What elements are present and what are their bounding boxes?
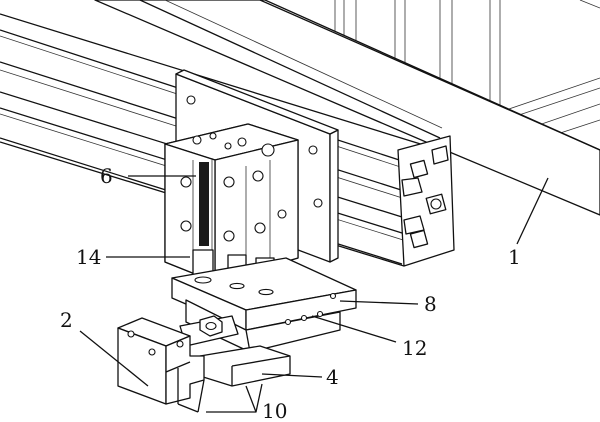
- guide-cylinder: [164, 123, 299, 283]
- bottom-slide: [199, 345, 291, 387]
- leader-4: [261, 373, 323, 378]
- label-14: 14: [76, 245, 101, 269]
- connecting-plate: [171, 257, 357, 331]
- lower-block: [185, 299, 341, 353]
- label-12: 12: [402, 336, 427, 360]
- label-8: 8: [424, 292, 437, 316]
- clamp-block: [117, 317, 205, 413]
- reference-numerals: 6 14 1 2 8 12 4 10: [60, 164, 521, 422]
- label-2: 2: [60, 308, 73, 332]
- label-4: 4: [326, 365, 339, 389]
- label-1: 1: [508, 245, 521, 269]
- leader-lines: [79, 175, 549, 413]
- leader-10b: [245, 385, 257, 413]
- leader-2: [79, 330, 149, 387]
- leader-12: [311, 315, 397, 343]
- label-10: 10: [262, 399, 287, 422]
- label-6: 6: [100, 164, 113, 188]
- leader-1: [516, 177, 549, 245]
- leader-8: [339, 300, 419, 305]
- leader-10: [206, 383, 263, 413]
